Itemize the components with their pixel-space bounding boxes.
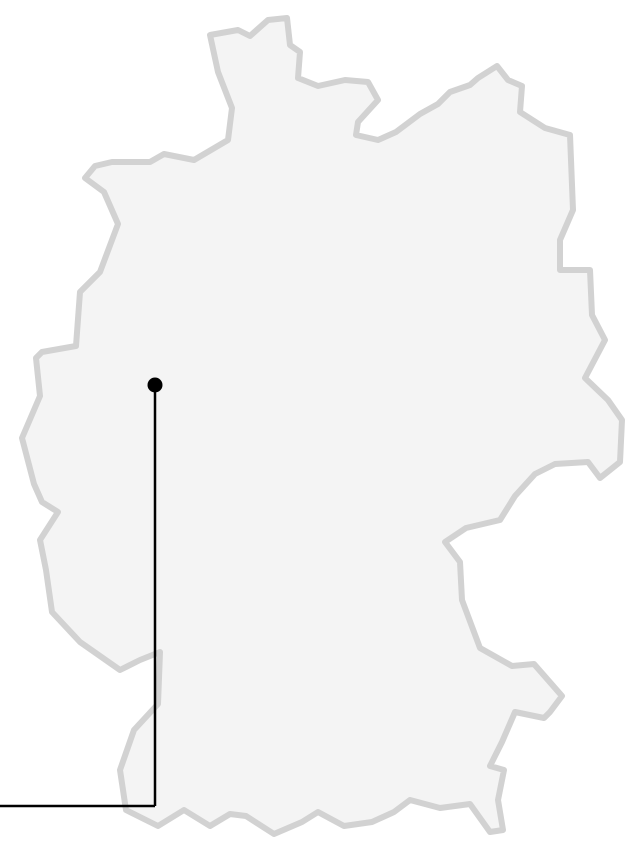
country-outline-germany <box>19 15 625 837</box>
location-marker-dot <box>147 377 163 393</box>
